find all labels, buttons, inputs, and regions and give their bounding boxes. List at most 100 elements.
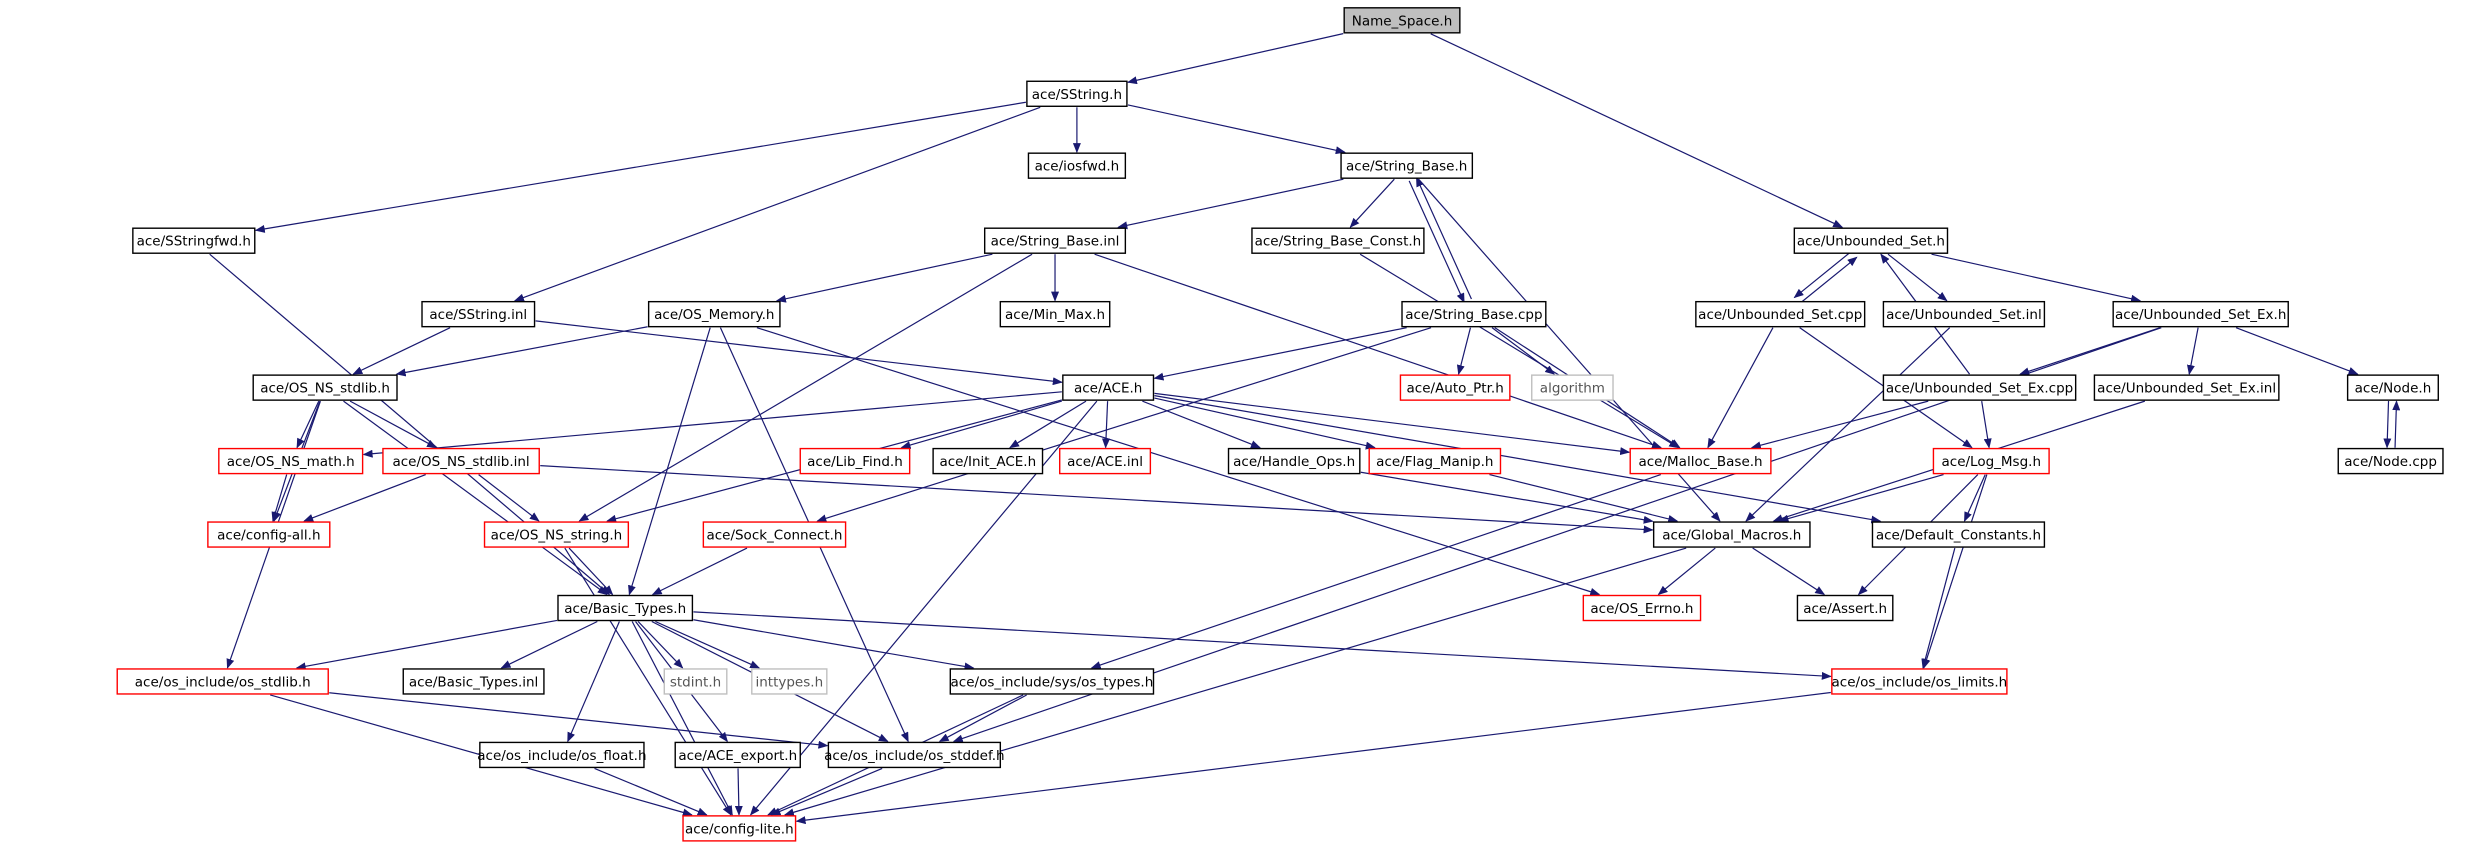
node-unbounded_set_ex_cpp[interactable]: ace/Unbounded_Set_Ex.cpp (1882, 374, 2077, 401)
node-unbounded_set_cpp[interactable]: ace/Unbounded_Set.cpp (1695, 300, 1866, 328)
node-label: ace/config-all.h (217, 528, 320, 544)
node-os_memory_h[interactable]: ace/OS_Memory.h (647, 300, 781, 328)
node-box (932, 447, 1044, 475)
node-label: ace/Log_Msg.h (1942, 454, 2042, 470)
edge-sock_connect_h-to-basic_types_h (651, 547, 748, 596)
edge-layer (209, 33, 2401, 825)
edge-ace_h-to-flag_manip_h (1154, 397, 1376, 450)
node-sstring_h[interactable]: ace/SString.h (1026, 80, 1128, 107)
node-label: ace/OS_NS_string.h (491, 528, 623, 544)
edge-basic_types_h-to-config_lite_h (631, 621, 733, 816)
node-string_base_inl[interactable]: ace/String_Base.inl (983, 227, 1127, 254)
edge-unbounded_set_ex_cpp-to-malloc_base_h (1750, 400, 1929, 450)
node-label: ace/Node.cpp (2344, 454, 2437, 470)
node-os_ns_stdlib_inl[interactable]: ace/OS_NS_stdlib.inl (382, 447, 540, 475)
node-box (799, 447, 911, 475)
node-label: ace/OS_NS_stdlib.h (260, 381, 390, 397)
node-global_macros_h[interactable]: ace/Global_Macros.h (1652, 521, 1811, 548)
node-malloc_base_h[interactable]: ace/Malloc_Base.h (1629, 447, 1772, 475)
node-unbounded_set_ex_h[interactable]: ace/Unbounded_Set_Ex.h (2112, 300, 2289, 328)
edge-string_base_cpp-to-algorithm (1491, 327, 1556, 375)
node-ace_inl[interactable]: ace/ACE.inl (1059, 447, 1152, 475)
edge-string_base_const_h-to-malloc_base_h (1359, 253, 1680, 449)
edge-os_ns_stdlib_h-to-os_ns_stdlib_inl (349, 400, 437, 449)
edge-os_ns_stdlib_inl-to-config_all_h (303, 474, 426, 522)
node-flag_manip_h[interactable]: ace/Flag_Manip.h (1368, 447, 1502, 475)
edge-basic_types_h-to-os_include_os_float_h (567, 621, 620, 743)
node-sock_connect_h[interactable]: ace/Sock_Connect.h (702, 521, 847, 548)
node-label: ace/Assert.h (1803, 601, 1887, 617)
node-ace_h[interactable]: ace/ACE.h (1062, 374, 1155, 401)
node-label: ace/Lib_Find.h (807, 454, 903, 470)
node-label: ace/Unbounded_Set_Ex.h (2115, 307, 2286, 323)
node-string_base_cpp[interactable]: ace/String_Base.cpp (1401, 300, 1547, 328)
node-os_errno_h[interactable]: ace/OS_Errno.h (1582, 594, 1702, 622)
edge-log_msg_h-to-default_constants_h (1963, 474, 1986, 522)
node-os_ns_math_h[interactable]: ace/OS_NS_math.h (218, 447, 364, 475)
node-handle_ops_h[interactable]: ace/Handle_Ops.h (1227, 447, 1361, 475)
node-box (218, 447, 364, 475)
edge-flag_manip_h-to-global_macros_h (1489, 474, 1679, 523)
node-config_lite_h[interactable]: ace/config-lite.h (682, 815, 797, 842)
node-box (1227, 447, 1361, 475)
node-sstring_inl[interactable]: ace/SString.inl (421, 300, 536, 328)
node-ace_export_h[interactable]: ace/ACE_export.h (674, 741, 801, 769)
edge-basic_types_h-to-os_include_os_limits_h (693, 611, 1832, 680)
node-node_h[interactable]: ace/Node.h (2346, 374, 2439, 401)
node-string_base_const_h[interactable]: ace/String_Base_Const.h (1251, 227, 1425, 254)
node-box (1059, 447, 1152, 475)
node-basic_types_inl[interactable]: ace/Basic_Types.inl (402, 668, 545, 695)
node-label: ace/String_Base.inl (991, 234, 1120, 250)
node-init_ace_h[interactable]: ace/Init_ACE.h (932, 447, 1044, 475)
node-label: ace/os_include/os_stddef.h (824, 748, 1004, 764)
node-sstringfwd_h[interactable]: ace/SStringfwd.h (132, 227, 256, 254)
edge-node_h-to-node_cpp (2383, 400, 2392, 449)
node-auto_ptr_h[interactable]: ace/Auto_Ptr.h (1399, 374, 1511, 401)
node-os_include_sys_os_types_h[interactable]: ace/os_include/sys/os_types.h (949, 668, 1155, 695)
node-assert_h[interactable]: ace/Assert.h (1796, 594, 1894, 622)
edge-unbounded_set_ex_cpp-to-log_msg_h (1981, 401, 1992, 449)
node-os_include_os_float_h[interactable]: ace/os_include/os_float.h (477, 741, 647, 769)
edge-ace_h-to-malloc_base_h (1154, 392, 1631, 456)
edge-string_base_cpp-to-string_base_h (1415, 176, 1472, 300)
node-unbounded_set_inl[interactable]: ace/Unbounded_Set.inl (1882, 300, 2046, 328)
node-box (663, 668, 728, 695)
node-label: ace/Min_Max.h (1005, 307, 1105, 323)
node-box (1882, 300, 2046, 328)
node-os_include_os_limits_h[interactable]: ace/os_include/os_limits.h (1831, 668, 2008, 695)
node-config_all_h[interactable]: ace/config-all.h (207, 521, 331, 548)
node-unbounded_set_h[interactable]: ace/Unbounded_Set.h (1793, 227, 1949, 254)
node-basic_types_h[interactable]: ace/Basic_Types.h (557, 594, 694, 622)
node-os_include_os_stddef_h[interactable]: ace/os_include/os_stddef.h (824, 741, 1005, 769)
node-label: ace/OS_NS_math.h (227, 454, 355, 470)
edge-string_base_inl-to-malloc_base_h (1094, 253, 1662, 449)
node-label: ace/String_Base.cpp (1405, 307, 1542, 323)
node-inttypes_h[interactable]: inttypes.h (751, 668, 828, 695)
node-label: ace/SString.inl (429, 307, 527, 323)
node-box (1932, 447, 2050, 475)
node-box (674, 741, 801, 769)
edge-basic_types_h-to-inttypes_h (655, 620, 761, 669)
node-default_constants_h[interactable]: ace/Default_Constants.h (1871, 521, 2046, 548)
node-label: ace/OS_Memory.h (654, 307, 774, 323)
node-label: ace/Unbounded_Set_Ex.inl (2097, 381, 2276, 397)
node-box (1882, 374, 2077, 401)
node-os_ns_string_h[interactable]: ace/OS_NS_string.h (483, 521, 630, 548)
edge-ace_h-to-init_ace_h (1009, 400, 1087, 449)
node-string_base_h[interactable]: ace/String_Base.h (1340, 152, 1474, 179)
node-os_ns_stdlib_h[interactable]: ace/OS_NS_stdlib.h (252, 374, 398, 401)
node-name_space_h[interactable]: Name_Space.h (1343, 7, 1461, 34)
node-node_cpp[interactable]: ace/Node.cpp (2337, 447, 2444, 475)
node-iosfwd_h[interactable]: ace/iosfwd.h (1027, 152, 1127, 179)
node-algorithm[interactable]: algorithm (1531, 374, 1614, 401)
node-lib_find_h[interactable]: ace/Lib_Find.h (799, 447, 911, 475)
edge-os_include_os_float_h-to-config_lite_h (594, 767, 708, 816)
edge-default_constants_h-to-os_include_os_limits_h (1921, 547, 1956, 669)
node-unbounded_set_ex_inl[interactable]: ace/Unbounded_Set_Ex.inl (2093, 374, 2280, 401)
node-stdint_h[interactable]: stdint.h (663, 668, 728, 695)
node-min_max_h[interactable]: ace/Min_Max.h (999, 300, 1111, 328)
node-log_msg_h[interactable]: ace/Log_Msg.h (1932, 447, 2050, 475)
node-os_include_os_stdlib_h[interactable]: ace/os_include/os_stdlib.h (116, 668, 329, 695)
edge-unbounded_set_ex_h-to-node_h (2235, 327, 2359, 375)
